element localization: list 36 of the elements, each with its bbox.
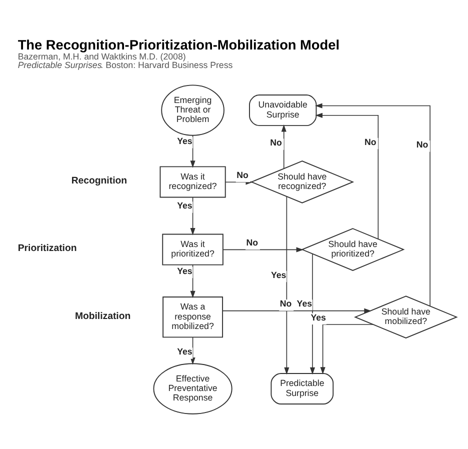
edge-label: Yes [270,269,286,280]
arrow [190,196,196,235]
diagram-title: The Recognition-Prioritization-Mobilization Model [18,37,340,52]
edge-label: No [280,298,292,308]
edge-label: No [364,136,376,146]
label: Mobilization [74,310,131,322]
label: Recognition [71,175,128,186]
arrow [190,134,196,168]
node-box: Predictable Surprise [270,372,334,404]
edge-label: Yes [177,200,192,210]
arrow [281,124,286,168]
node-box: Unavoidable Surprise [249,94,317,126]
node-box: Was a response mobilized? [162,296,224,338]
arrow [190,264,196,298]
edge-label: Yes [296,298,312,308]
arrow [320,324,374,374]
node-ellipse: Emerging Threat or Problem [161,84,224,136]
label: Prioritization [18,242,77,254]
arrow [284,196,290,374]
edge-label: Yes [177,265,192,276]
arrow [222,246,304,252]
edge-label: Yes [177,136,192,146]
node-box: Was it prioritized? [162,233,224,265]
edge-label: Yes [177,346,192,356]
node-diamond: Should have mobilized? [354,295,458,338]
node-ellipse: Effective Preventative Response [153,362,232,414]
arrow [222,308,372,313]
edge-label: Yes [310,312,326,322]
node-diamond: Should have prioritized? [300,228,405,270]
edge-label: No [270,137,282,148]
node-diamond: Should have recognized? [250,160,354,203]
edge-label: No [246,237,258,248]
arrow [310,252,316,374]
edge-label: No [416,139,428,150]
node-box: Was it recognized? [160,166,226,198]
edge-label: No [236,169,248,180]
